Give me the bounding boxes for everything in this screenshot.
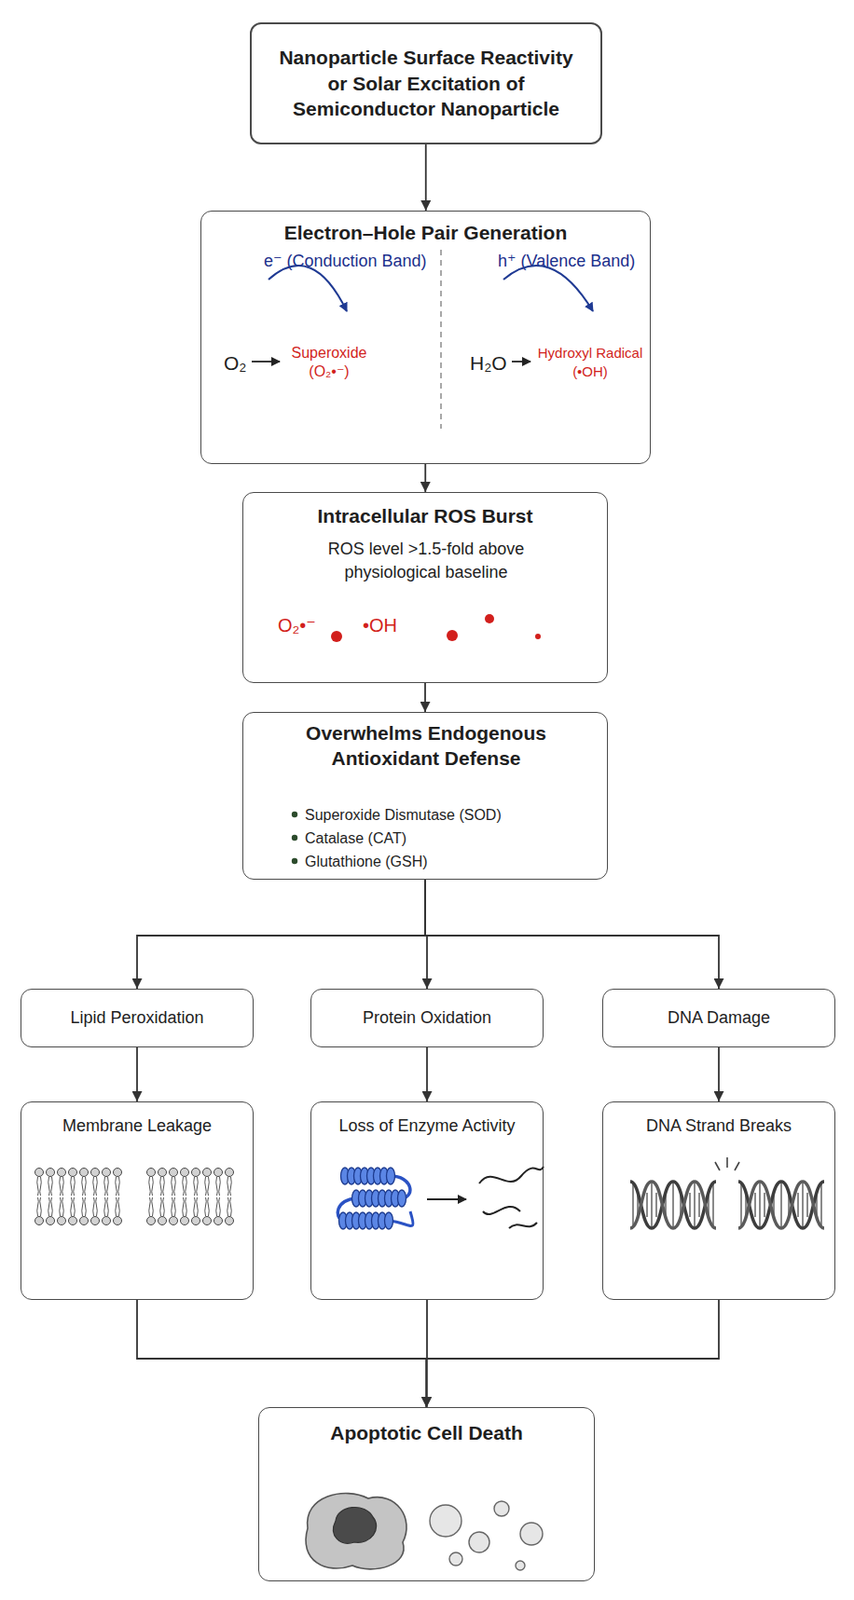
box-title: Membrane Leakage [21,1115,253,1138]
process-box: DNA Strand Breaks [602,1101,836,1301]
flow-arrow [425,880,719,990]
process-box: Nanoparticle Surface Reactivity or Solar… [249,22,603,145]
electron-transfer-arrow [268,265,347,312]
denature-arrow [427,1198,467,1201]
apoptotic-body [449,1553,463,1567]
condensed-nucleus [333,1507,377,1544]
box-text: Catalase (CAT) [304,829,407,849]
box-text: •OH [362,614,398,638]
ros-dot [535,633,541,640]
box-text: e⁻ (Conduction Band) [263,250,427,273]
apoptotic-body [520,1523,543,1546]
unfolded-chain [479,1167,544,1185]
box-title: DNA Strand Breaks [603,1115,835,1138]
process-box: Intracellular ROS BurstROS level >1.5-fo… [242,492,608,684]
flow-arrow [424,683,427,713]
flow-arrow [425,144,427,211]
apoptotic-body [429,1505,462,1538]
flow-arrow [136,1047,138,1102]
flow-arrow [137,1300,427,1408]
box-text: Glutathione (GSH) [304,853,428,872]
bullet-dot [291,858,298,865]
process-box: Membrane Leakage [20,1101,254,1301]
bullet-dot [291,812,298,818]
box-text: H₂O [469,351,508,376]
box-text: ROS level >1.5-fold above physiological … [295,537,557,585]
unfolded-chain [509,1223,538,1229]
protein-loop [388,1212,414,1227]
box-title: Overwhelms Endogenous Antioxidant Defens… [286,720,566,772]
box-title: DNA Damage [667,1007,771,1030]
process-box: Protein Oxidation [310,989,544,1048]
apoptotic-body [494,1501,510,1517]
protein-helix [339,1212,394,1230]
unfolded-chain [482,1207,521,1215]
divider-line [440,249,441,429]
apoptotic-body [515,1561,525,1571]
flow-arrow [717,1047,720,1102]
process-box: Lipid Peroxidation [20,989,254,1048]
box-text: Hydroxyl Radical (•OH) [533,344,648,382]
ros-dot [484,614,495,624]
protein-loop [390,1176,411,1199]
flow-arrow [427,1300,720,1408]
reaction-arrow [511,360,531,363]
box-title: Electron–Hole Pair Generation [201,220,650,246]
process-box: Loss of Enzyme Activity [310,1101,544,1301]
lipid-bilayer [145,1167,235,1227]
box-text: O₂•⁻ [277,614,317,638]
box-text: Superoxide Dismutase (SOD) [304,806,502,826]
protein-helix [352,1190,407,1208]
break-mark [715,1157,740,1171]
box-title: Apoptotic Cell Death [259,1421,594,1447]
dna-helix [738,1182,825,1229]
flow-arrow [426,1300,428,1408]
bullet-dot [291,835,298,841]
protein-loop [337,1198,357,1222]
flow-arrow [425,880,427,990]
flow-arrow [426,1047,428,1102]
dna-helix [630,1182,717,1229]
box-text: Superoxide (O₂•⁻) [282,344,376,382]
box-text: h⁺ (Valence Band) [497,250,635,273]
ros-dot [330,631,343,643]
flow-arrow [137,880,426,990]
process-box: Electron–Hole Pair Generation e⁻ (Conduct… [200,210,651,465]
box-title: Lipid Peroxidation [69,1007,204,1030]
process-box: DNA Damage [602,989,836,1048]
reaction-arrow [251,360,280,363]
lipid-bilayer [33,1167,124,1227]
box-title: Nanoparticle Surface Reactivity or Solar… [272,44,580,123]
box-text: O₂ [223,351,248,376]
hole-transfer-arrow [503,265,593,312]
apoptotic-body [468,1532,490,1554]
process-box: Overwhelms Endogenous Antioxidant Defens… [242,712,608,881]
ros-dot [446,630,458,642]
box-title: Protein Oxidation [362,1007,492,1030]
shrunken-cell [305,1494,407,1571]
box-title: Loss of Enzyme Activity [311,1115,543,1138]
flow-arrow [424,464,427,493]
process-box: Apoptotic Cell Death [258,1407,595,1583]
protein-helix [341,1168,396,1185]
box-title: Intracellular ROS Burst [243,504,607,529]
